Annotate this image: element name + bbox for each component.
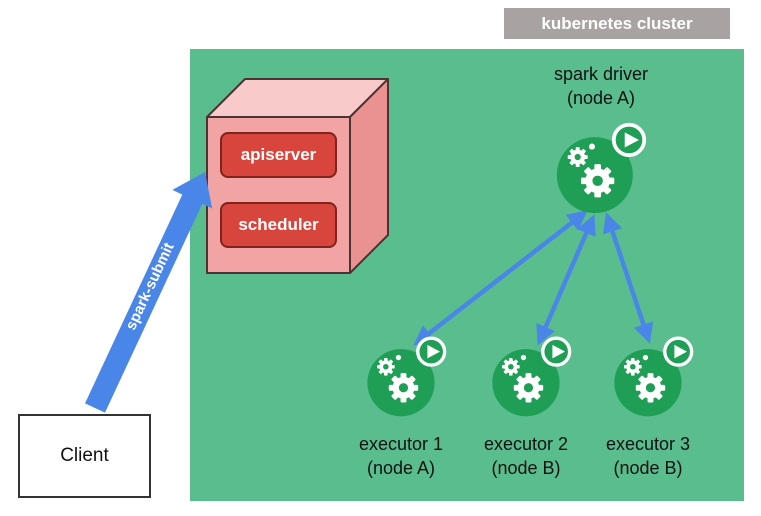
client-box: Client: [18, 414, 151, 498]
executor-1-title: executor 1: [358, 434, 444, 454]
client-label: Client: [60, 445, 109, 466]
scheduler-box: scheduler: [220, 202, 337, 248]
executor-3-label: executor 3 (node B): [583, 432, 713, 480]
executor-2-pod-icon: [489, 334, 573, 418]
executor-3-title: executor 3: [605, 434, 691, 454]
kubernetes-cluster-label: kubernetes cluster: [504, 8, 730, 39]
executor-2-title: executor 2: [483, 434, 569, 454]
executor-1-node: (node A): [366, 458, 436, 478]
executor-1-label: executor 1 (node A): [336, 432, 466, 480]
executor-2-node: (node B): [491, 458, 561, 478]
spark-driver-pod-icon: [553, 120, 648, 215]
executor-2-label: executor 2 (node B): [461, 432, 591, 480]
executor-3-pod-icon: [611, 334, 695, 418]
spark-submit-label: spark-submit: [122, 240, 178, 333]
apiserver-box: apiserver: [220, 132, 337, 178]
spark-driver-label: spark driver (node A): [521, 62, 681, 110]
spark-driver-title: spark driver: [553, 64, 649, 84]
executor-3-node: (node B): [613, 458, 683, 478]
executor-1-pod-icon: [364, 334, 448, 418]
spark-driver-node: (node A): [566, 88, 636, 108]
